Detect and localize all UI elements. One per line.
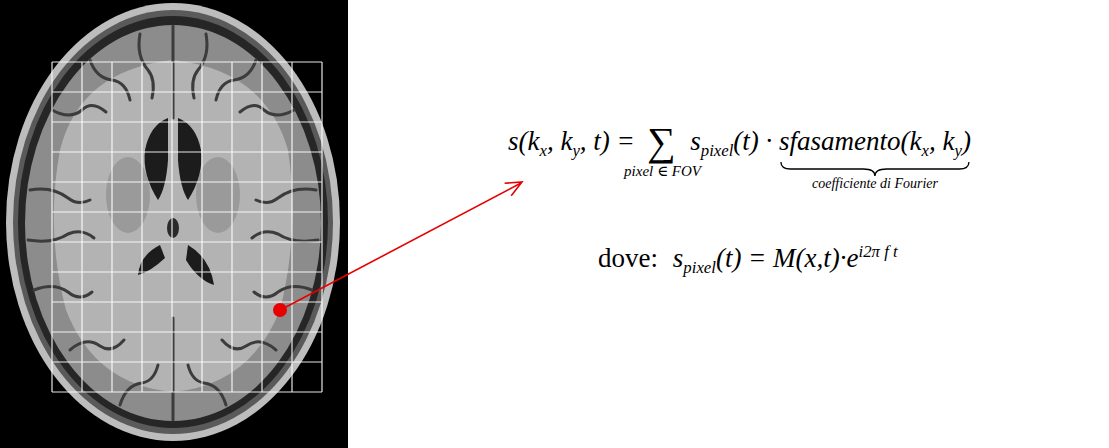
summation: ∑pixel ∈ FOV (635, 122, 691, 162)
pixel-grid (52, 62, 322, 392)
superscript: i2π f t (859, 242, 898, 261)
formula-run: dove: (598, 243, 658, 273)
underbrace (779, 161, 971, 177)
brace-caption: coefficiente di Fourier (812, 177, 938, 191)
formula-run: s(kx, ky, t) = (508, 126, 635, 156)
formula-run: spixel(t) = M(x,t)·ei2π f t (673, 243, 898, 273)
formula-text: s (673, 243, 684, 273)
head-slice (6, 3, 340, 441)
subscript: x (539, 141, 546, 160)
formula-run: spixel(t) · (690, 126, 772, 156)
formula-text: (t) = M(x,t)·e (716, 243, 859, 273)
formula-text: s (690, 126, 701, 156)
formula-text: , k (547, 126, 572, 156)
formula-text: ∑ (647, 119, 676, 164)
pointer-arrow (286, 182, 522, 307)
underbrace-group: sfasamento(kx, ky)coefficiente di Fourie… (779, 128, 971, 160)
image-background (0, 0, 348, 448)
formula-text: ) (962, 126, 971, 156)
sum-limit: pixel ∈ FOV (624, 164, 701, 179)
formula-text: s(k (508, 126, 539, 156)
subscript: pixel (701, 141, 734, 160)
signal-equation: s(kx, ky, t) =∑pixel ∈ FOVspixel(t) ·sfa… (508, 122, 971, 162)
formula-text: dove: (598, 243, 658, 273)
subscript: pixel (683, 258, 716, 277)
formula-text: (t) · (733, 126, 772, 156)
formula-text: , t) = (580, 126, 635, 156)
formula-text: sfasamento(k (779, 126, 921, 156)
subscript: y (572, 141, 579, 160)
pixel-dot (273, 303, 287, 317)
pixel-signal-equation: dove: spixel(t) = M(x,t)·ei2π f t (598, 242, 898, 278)
formula-text: , k (929, 126, 954, 156)
subscript: y (955, 141, 962, 160)
subscript: x (922, 141, 929, 160)
